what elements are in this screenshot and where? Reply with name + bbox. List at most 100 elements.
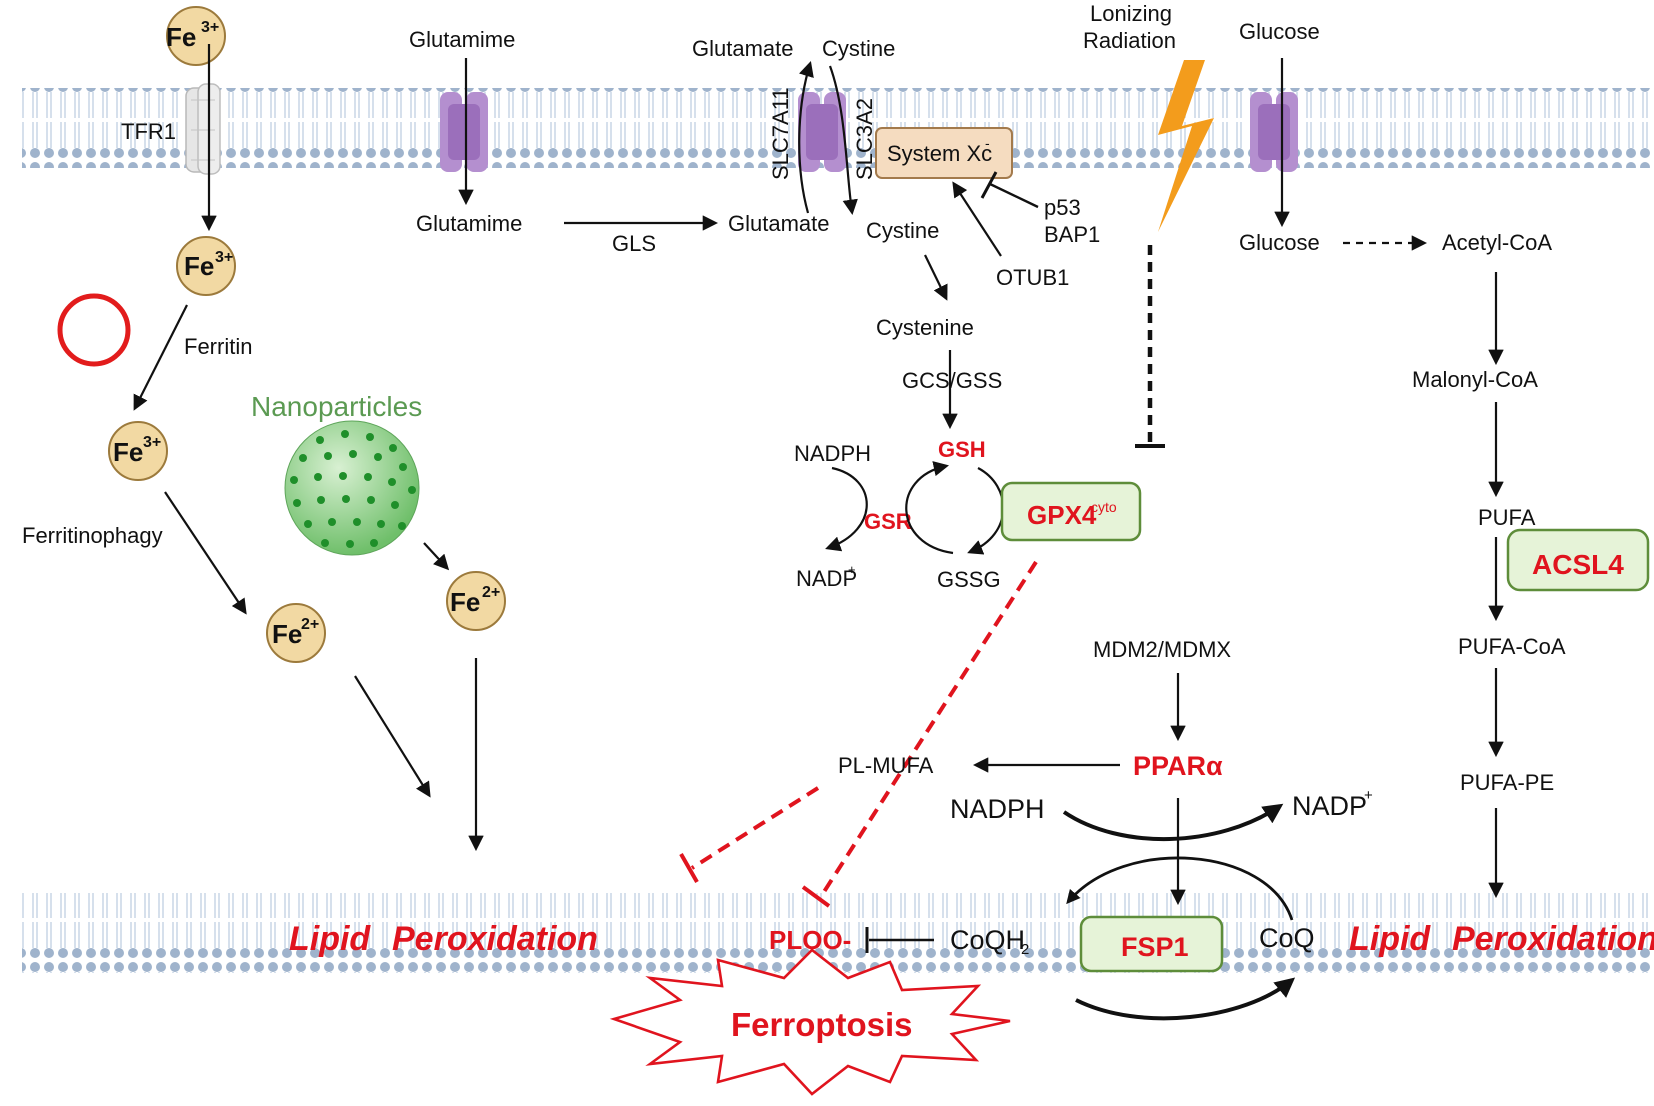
tfr1-label: TFR1	[121, 119, 176, 144]
bap1-label: BAP1	[1044, 222, 1100, 247]
inhibit-plmufa-lipid	[690, 786, 820, 870]
ppara-label: PPARα	[1133, 751, 1223, 781]
arrow-cystine-cystenine	[924, 254, 948, 301]
nadp-gsr-label: NADP	[796, 566, 857, 591]
fe2-right-ion: Fe 2+	[446, 571, 506, 631]
tfr1-transporter	[185, 83, 221, 175]
bottom-membrane	[22, 893, 1654, 973]
acsl4-box: ACSL4	[1506, 528, 1650, 592]
glutamine-transporter	[440, 92, 488, 172]
nanoparticle-sphere	[284, 420, 420, 556]
fe3-mid-sup: 3+	[215, 249, 233, 266]
fe3-mid-label: Fe	[184, 251, 214, 281]
pufa-pe-label: PUFA-PE	[1460, 770, 1554, 795]
fe2-left-ion: Fe 2+	[266, 603, 326, 663]
arrow-nano-fe2	[423, 542, 450, 571]
pufa-coa-label: PUFA-CoA	[1458, 634, 1566, 659]
acetyl-coa-label: Acetyl-CoA	[1442, 230, 1552, 255]
gsh-label: GSH	[938, 437, 986, 462]
gls-label: GLS	[612, 231, 656, 256]
nadp-gsr-sup: +	[848, 562, 856, 577]
mdm2-label: MDM2/MDMX	[1093, 637, 1231, 662]
arc-nadph-nadp-fsp1	[1062, 803, 1284, 841]
gsr-label: GSR	[864, 509, 912, 534]
gcs-gss-label: GCS/GSS	[902, 368, 1002, 393]
cystenine-label: Cystenine	[876, 315, 974, 340]
glutamate-out-label: Glutamate	[692, 36, 794, 61]
glucose-in-label: Glucose	[1239, 230, 1320, 255]
gssg-label: GSSG	[937, 567, 1001, 592]
ferritin-ring	[57, 293, 131, 367]
inhibit-p53-systemxc	[989, 182, 1039, 209]
pufa-label: PUFA	[1478, 505, 1536, 530]
glutamate-in-label: Glutamate	[728, 211, 830, 236]
ferritin-label: Ferritin	[184, 334, 252, 359]
cystine-in-label: Cystine	[866, 218, 939, 243]
ferritinophagy-label: Ferritinophagy	[22, 523, 163, 548]
ferroptosis-burst: Ferroptosis	[609, 948, 1011, 1096]
fe3-mid-ion: Fe 3+	[176, 236, 236, 296]
nanoparticles-label: Nanoparticles	[251, 391, 422, 422]
gpx4-sup: cyto	[1091, 499, 1117, 515]
glucose-out-label: Glucose	[1239, 19, 1320, 44]
slc7a11-label: SLC7A11	[768, 87, 793, 180]
inhibit-bar-gpx4	[801, 885, 831, 908]
lipid-left-label: Lipid	[289, 920, 371, 958]
glutamime-out-label: Glutamime	[409, 27, 515, 52]
system-xc-label: System Xc	[887, 141, 992, 166]
malonyl-coa-label: Malonyl-CoA	[1412, 367, 1538, 392]
fsp1-box: FSP1	[1079, 915, 1224, 973]
inhibit-gpx4-ploo	[818, 560, 1038, 900]
pl-mufa-label: PL-MUFA	[838, 753, 934, 778]
lightning-bolt-icon	[1158, 60, 1214, 232]
ferroptosis-label: Ferroptosis	[731, 1006, 913, 1043]
arc-coq-top	[1066, 856, 1294, 921]
coq-label: CoQ	[1259, 923, 1315, 953]
nadp-fsp1-sup: +	[1364, 787, 1373, 804]
fe2-left-label: Fe	[272, 619, 302, 649]
gpx4-label: GPX4	[1027, 500, 1097, 530]
fe3-top-ion: Fe 3+	[166, 6, 226, 66]
nadph-fsp1-label: NADPH	[950, 794, 1045, 824]
otub1-label: OTUB1	[996, 265, 1069, 290]
fe3-low-ion: Fe 3+	[108, 421, 168, 481]
inhibit-bar-systemxc	[980, 171, 998, 199]
arrow-ferritinophagy	[164, 491, 247, 615]
fe2-right-label: Fe	[450, 587, 480, 617]
arrow-fe2-left-lipid	[354, 675, 431, 798]
glutamime-in-label: Glutamime	[416, 211, 522, 236]
fe3-low-label: Fe	[113, 437, 143, 467]
fe3-low-sup: 3+	[143, 434, 161, 451]
peroxidation-right-label: Peroxidation	[1452, 920, 1654, 958]
nadp-fsp1-label: NADP	[1292, 791, 1367, 821]
gpx4-box: GPX4 cyto	[1000, 481, 1142, 542]
fe3-top-sup: 3+	[201, 19, 219, 36]
coqh2-sub: 2	[1021, 941, 1029, 958]
fe2-right-sup: 2+	[482, 584, 500, 601]
arc-gssg-gsh	[905, 461, 954, 555]
glucose-transporter	[1250, 92, 1298, 172]
arc-coq-bottom	[1075, 977, 1296, 1021]
peroxidation-left-label: Peroxidation	[392, 920, 598, 958]
cystine-out-label: Cystine	[822, 36, 895, 61]
acsl4-label: ACSL4	[1532, 549, 1624, 580]
fsp1-label: FSP1	[1121, 932, 1189, 962]
arrow-ferritin	[133, 304, 188, 411]
fe3-top-label: Fe	[166, 22, 196, 52]
slc3a2-label: SLC3A2	[852, 98, 877, 180]
nadph-gsr-label: NADPH	[794, 441, 871, 466]
arrow-cystine-import	[828, 65, 858, 216]
arrow-glutamate-export	[798, 61, 814, 214]
system-xc-transporter	[798, 92, 846, 172]
lipid-right-label: Lipid	[1349, 920, 1431, 958]
coqh2-label: CoQH	[950, 925, 1025, 955]
fe2-left-sup: 2+	[301, 616, 319, 633]
arrow-otub1-systemxc	[952, 181, 1002, 257]
arc-nadph-nadp	[825, 466, 868, 552]
arc-gsh-gssg	[967, 467, 1005, 555]
p53-label: p53	[1044, 195, 1081, 220]
system-xc-box: System Xc -	[875, 127, 1013, 179]
system-xc-sup: -	[985, 135, 990, 151]
ionizing-label-1: Lonizing	[1090, 1, 1172, 26]
